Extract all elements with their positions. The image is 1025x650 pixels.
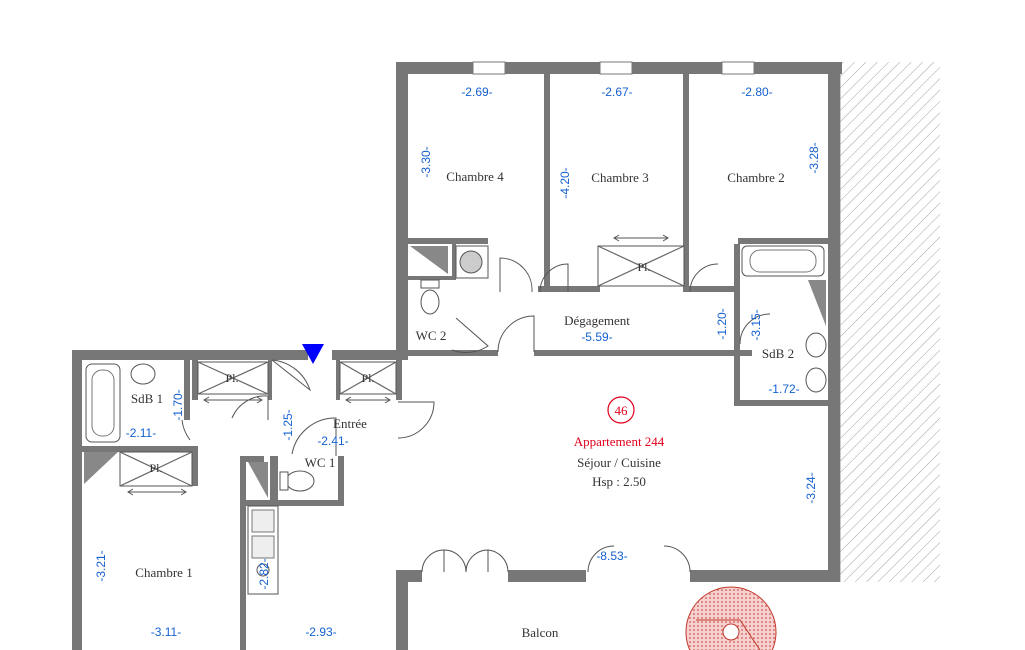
dim-kitchen-height: -2.82- [257, 558, 271, 589]
fixtures [84, 245, 827, 595]
dim-sdb2-width: -1.72- [768, 382, 799, 396]
label-pl-sdb1: Pl. [225, 371, 238, 385]
label-degagement: Dégagement [564, 313, 630, 328]
label-chambre3: Chambre 3 [591, 170, 648, 185]
apartment-name: Appartement 244 [574, 434, 665, 449]
dim-sdb1-height: -1.70- [171, 389, 185, 420]
label-chambre4: Chambre 4 [446, 169, 504, 184]
dim-entree-width: -2.41- [317, 434, 348, 448]
label-sdb1: SdB 1 [131, 391, 163, 406]
dim-c3-height: -4.20- [558, 167, 572, 198]
label-wc2: WC 2 [416, 328, 447, 343]
label-pl-entree: Pl. [361, 371, 374, 385]
entrance-arrow-icon [302, 344, 324, 364]
dimensions: -2.69- -2.67- -2.80- -3.30- -4.20- -3.28… [94, 85, 821, 639]
label-chambre2: Chambre 2 [727, 170, 784, 185]
spiral-stair-icon [685, 586, 777, 650]
dim-sdb2-height: -3.15- [749, 309, 763, 340]
label-chambre1: Chambre 1 [135, 565, 192, 580]
dim-deg-width: -5.59- [581, 330, 612, 344]
doors [181, 257, 771, 573]
label-balcon: Balcon [522, 625, 559, 640]
dim-c1-width: -3.11- [151, 625, 181, 639]
label-pl-chambre3: Pl. [637, 260, 650, 274]
dim-sejour-width: -8.53- [596, 549, 627, 563]
dim-sdb1-width: -2.11- [126, 426, 156, 440]
walls [72, 61, 842, 650]
exterior-hatch [840, 62, 940, 582]
apartment-type: Séjour / Cuisine [577, 455, 661, 470]
dim-c1-height: -3.21- [94, 550, 108, 581]
dim-deg-height: -1.20- [715, 308, 729, 339]
closet-arrows [127, 234, 669, 496]
dim-sejour-height: -3.24- [804, 472, 818, 503]
dim-c2-height: -3.28- [807, 142, 821, 173]
label-sdb2: SdB 2 [762, 346, 794, 361]
label-pl-chambre1: Pl. [149, 461, 162, 475]
apartment-number-circle [607, 396, 635, 424]
label-entree: Entrée [333, 416, 367, 431]
apartment-number: 46 [615, 403, 629, 418]
dim-entree-height: -1.25- [281, 409, 295, 440]
dim-c3-width: -2.67- [601, 85, 632, 99]
dim-sejour-bottom: -2.93- [305, 625, 336, 639]
dim-c4-width: -2.69- [461, 85, 492, 99]
dim-c4-height: -3.30- [419, 146, 433, 177]
apartment-ceiling: Hsp : 2.50 [592, 474, 646, 489]
dim-c2-width: -2.80- [741, 85, 772, 99]
label-wc1: WC 1 [305, 455, 336, 470]
